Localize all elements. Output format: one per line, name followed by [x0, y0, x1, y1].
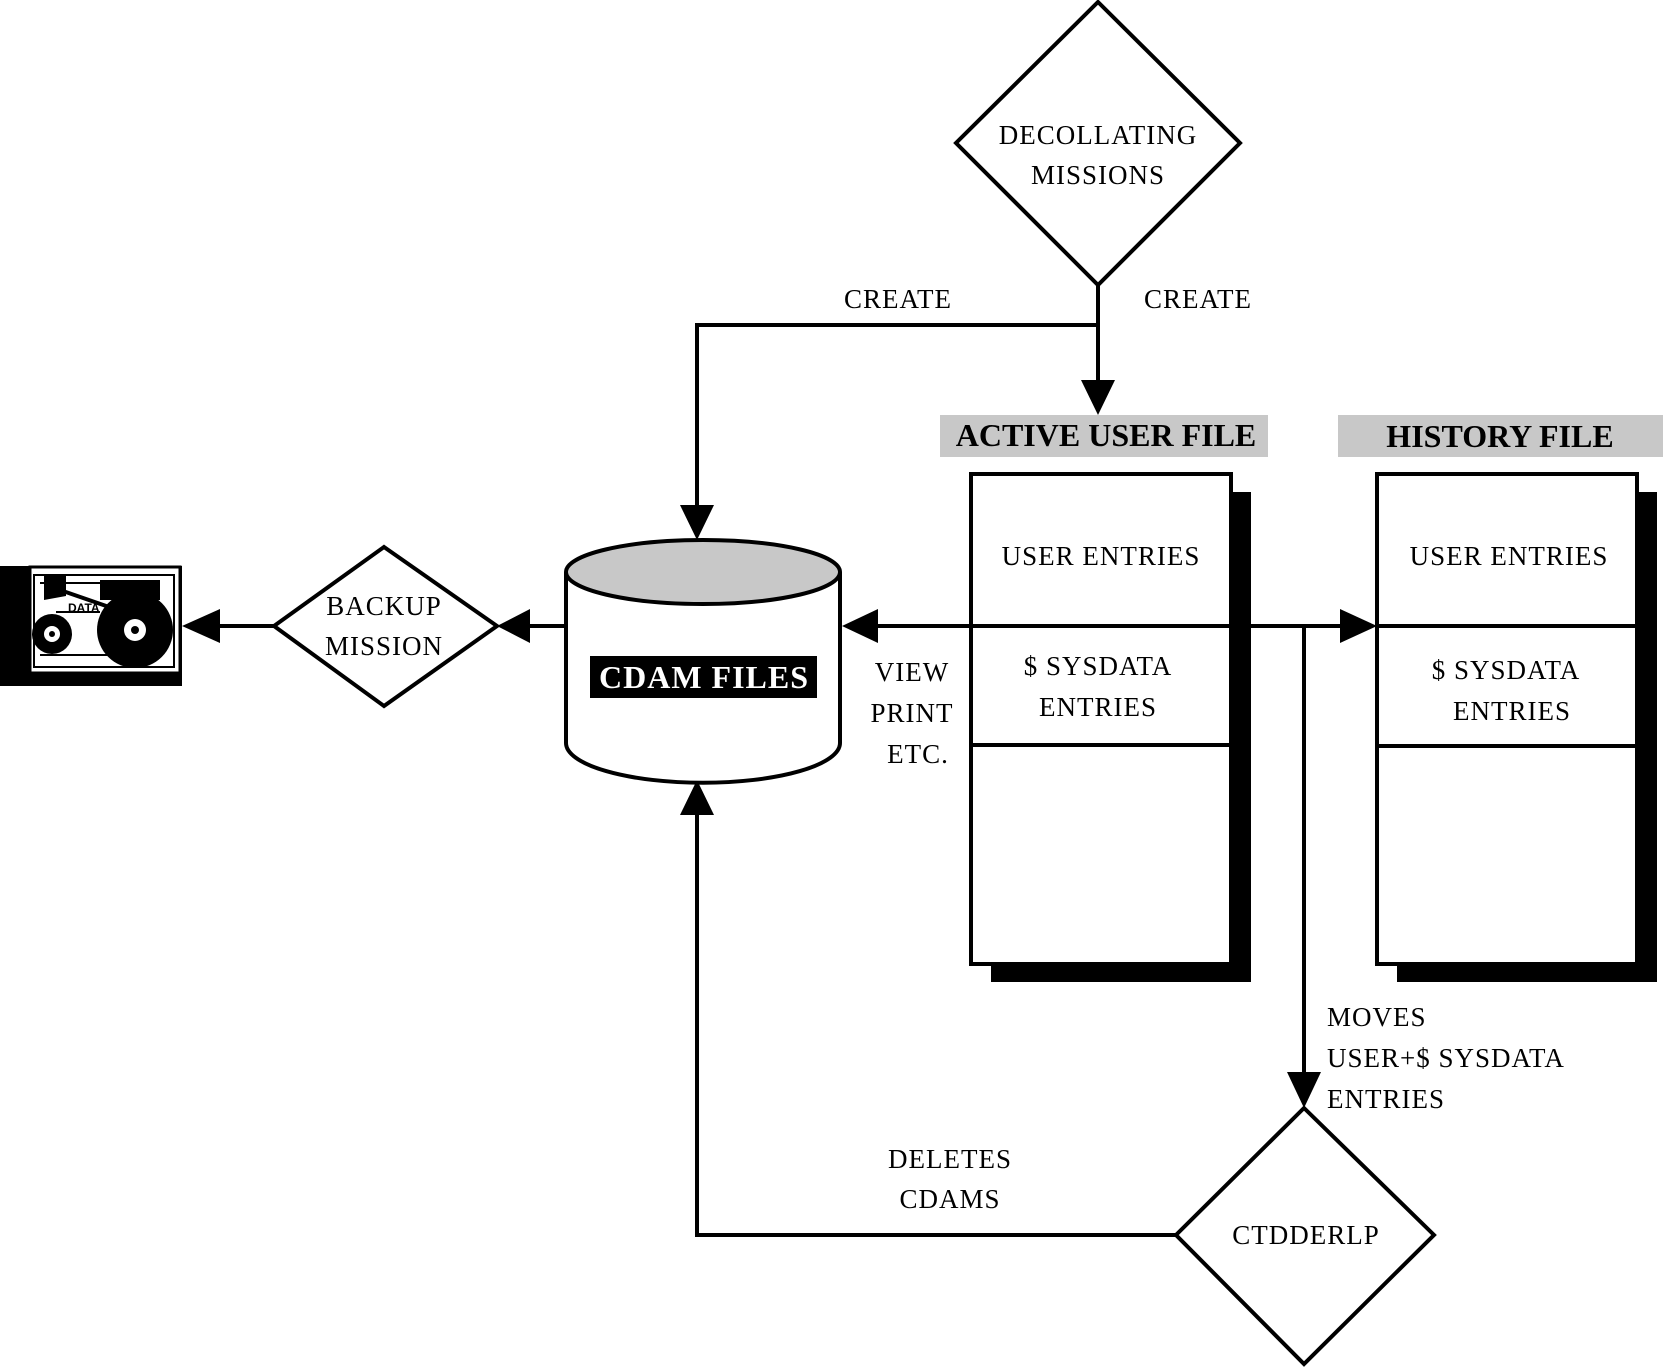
backup-mission-diamond — [270, 544, 501, 709]
history-sysdata-label-line2: ENTRIES — [1453, 696, 1571, 726]
history-file-box — [1375, 472, 1639, 966]
backup-label-line2: MISSION — [325, 631, 443, 661]
tape-drive-icon: DATA — [0, 565, 182, 686]
decollating-label-line1: DECOLLATING — [999, 120, 1197, 150]
active-sysdata-label-line1: $ SYSDATA — [1024, 651, 1173, 681]
create-arrow-to-cdam — [680, 505, 714, 540]
create-connector-left — [695, 285, 1100, 520]
active-sysdata-label-line2: ENTRIES — [1039, 692, 1157, 722]
history-user-entries-label: USER ENTRIES — [1410, 541, 1609, 571]
history-file-title: HISTORY FILE — [1386, 418, 1613, 454]
move-arrow-to-history — [1340, 609, 1377, 643]
view-label-line2: PRINT — [870, 698, 953, 728]
history-sysdata-label-line1: $ SYSDATA — [1432, 655, 1581, 685]
cdam-files-label: CDAM FILES — [599, 659, 809, 695]
create-arrow-to-active-file — [1081, 380, 1115, 415]
active-file-box — [969, 472, 1233, 966]
view-arrow-to-cdam — [842, 609, 878, 643]
active-user-entries-label: USER ENTRIES — [1002, 541, 1201, 571]
deletes-connector — [695, 800, 1176, 1237]
history-file-title-band — [1338, 415, 1663, 457]
tape-arrow — [182, 609, 220, 643]
ctdderlp-label: CTDDERLP — [1232, 1220, 1380, 1250]
moves-label-line3: ENTRIES — [1327, 1084, 1445, 1114]
decollating-label-line2: MISSIONS — [1031, 160, 1165, 190]
backup-arrow — [497, 609, 530, 643]
create-right-label: CREATE — [1144, 284, 1252, 314]
moves-arrow-to-ctdderlp — [1287, 1072, 1321, 1108]
view-label-line3: ETC. — [887, 739, 949, 769]
cdam-cylinder-top — [564, 538, 842, 606]
deletes-label-line1: DELETES — [888, 1144, 1012, 1174]
backup-label-line1: BACKUP — [326, 591, 442, 621]
cdam-label-band — [590, 656, 817, 698]
deletes-label-line2: CDAMS — [899, 1184, 1000, 1214]
create-left-label: CREATE — [844, 284, 952, 314]
active-file-title-band — [940, 415, 1268, 457]
active-file-title: ACTIVE USER FILE — [956, 417, 1257, 453]
moves-label-line2: USER+$ SYSDATA — [1327, 1043, 1565, 1073]
tape-data-label: DATA — [68, 601, 100, 615]
ctdderlp-diamond — [1173, 1105, 1437, 1367]
deletes-arrow-to-cdam — [680, 780, 714, 815]
view-label-line1: VIEW — [875, 657, 949, 687]
moves-label-line1: MOVES — [1327, 1002, 1427, 1032]
